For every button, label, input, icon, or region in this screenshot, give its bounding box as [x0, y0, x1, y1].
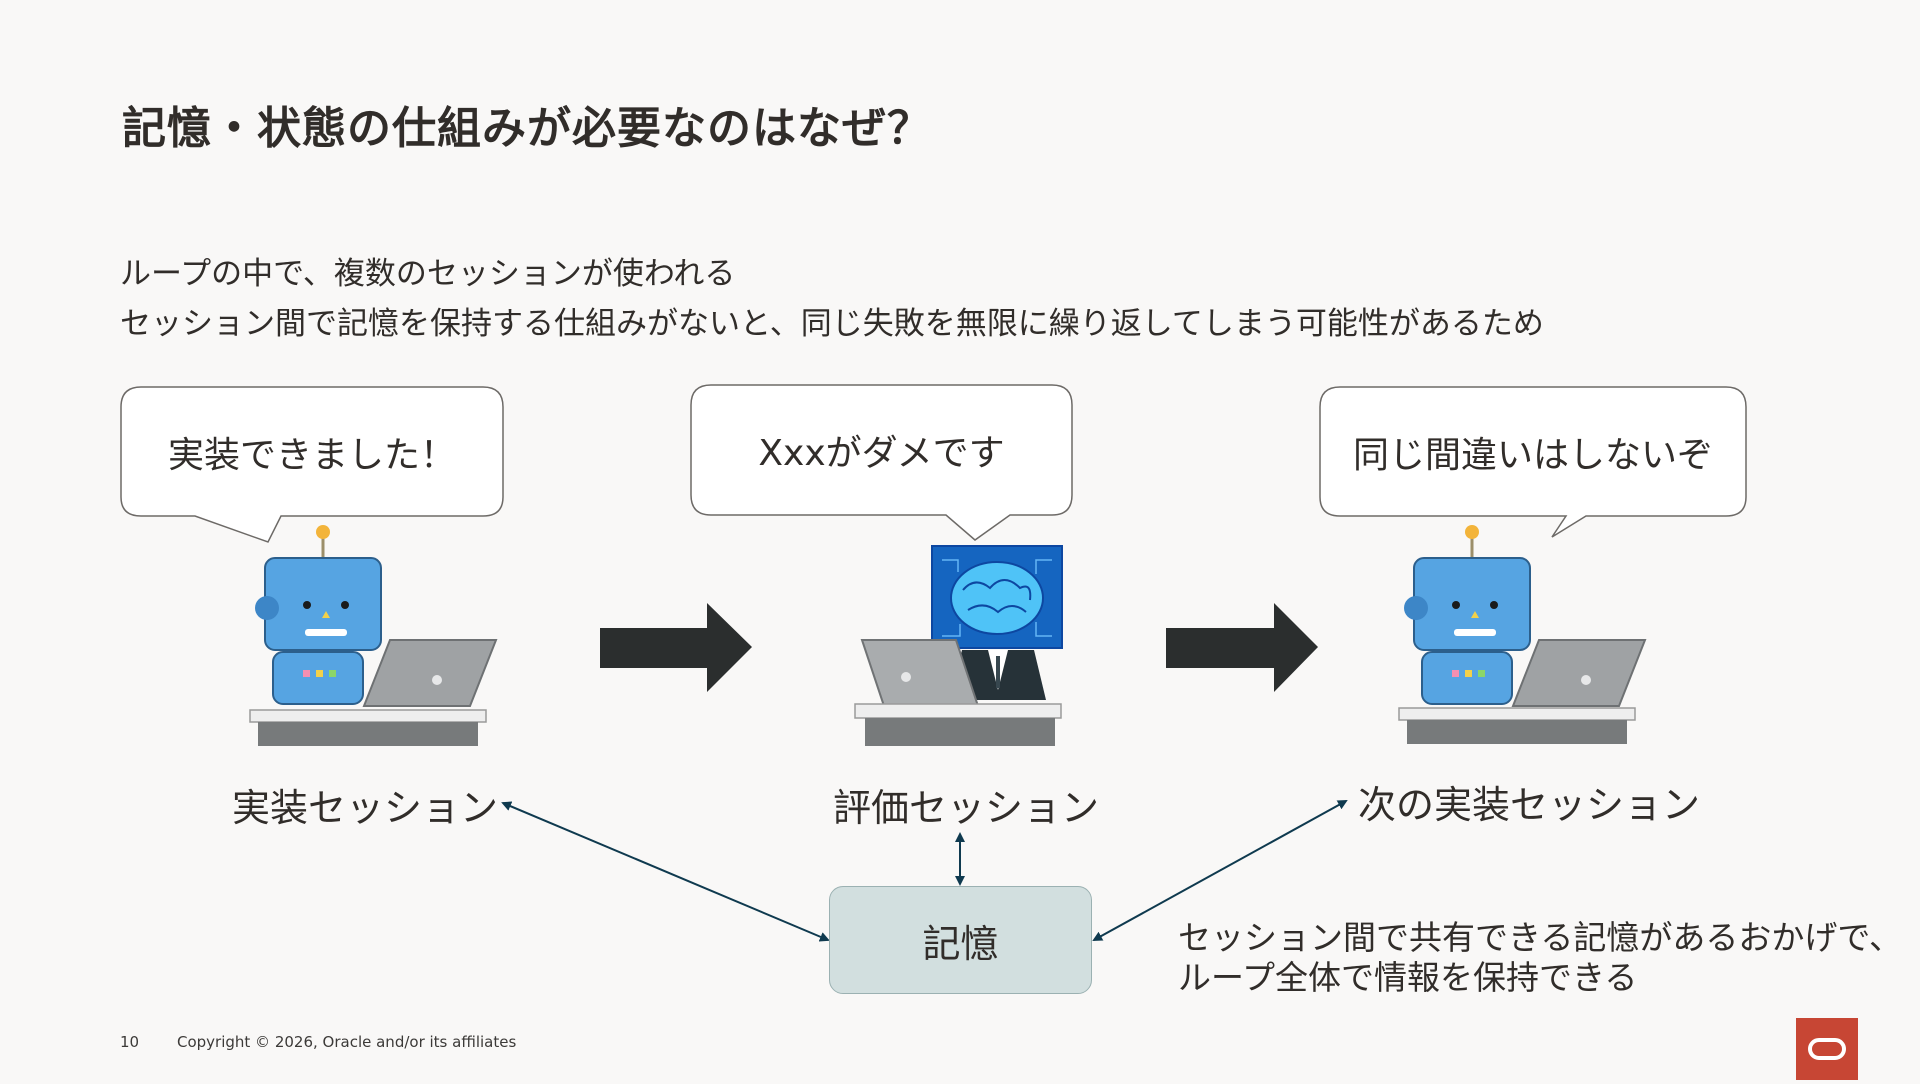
robot-at-laptop-illustration-1 — [249, 525, 498, 746]
connector-memory-to-next — [1092, 800, 1348, 941]
bubble-text-2: Xxxがダメです — [758, 433, 1005, 474]
robot-at-laptop-illustration-2 — [1398, 525, 1647, 744]
memory-label: 記憶 — [922, 921, 999, 966]
subtitle-line-1: ループの中で、複数のセッションが使われる — [120, 256, 736, 292]
oracle-logo-icon — [1796, 1018, 1858, 1080]
right-arrow-icon — [600, 603, 752, 692]
subtitle-line-2: セッション間で記憶を保持する仕組みがないと、同じ失敗を無限に繰り返してしまう可能… — [120, 306, 1544, 342]
slide-title: 記憶・状態の仕組みが必要なのはなぜ？ — [122, 103, 932, 154]
speech-bubble-3 — [1319, 386, 1747, 538]
connector-memory-to-impl — [501, 801, 830, 942]
label-impl-session: 実装セッション — [232, 786, 499, 830]
speech-bubble-2 — [690, 384, 1073, 541]
note-line-2: ループ全体で情報を保持できる — [1178, 958, 1638, 997]
page-number: 10 — [120, 1033, 140, 1051]
right-arrow-icon — [1166, 603, 1318, 692]
brain-head-businessman-illustration — [854, 545, 1063, 746]
bubble-text-3: 同じ間違いはしないぞ — [1352, 435, 1713, 476]
bubble-text-1: 実装できました！ — [167, 435, 456, 476]
label-eval-session: 評価セッション — [833, 786, 1100, 830]
label-next-impl-session: 次の実装セッション — [1358, 783, 1701, 827]
copyright-text: Copyright © 2026, Oracle and/or its affi… — [177, 1033, 517, 1051]
note-line-1: セッション間で共有できる記憶があるおかげで、 — [1178, 918, 1903, 957]
speech-bubble-1 — [120, 386, 504, 543]
memory-note: セッション間で共有できる記憶があるおかげで、 ループ全体で情報を保持できる — [1178, 918, 1902, 998]
memory-box: 記憶 — [829, 886, 1092, 994]
